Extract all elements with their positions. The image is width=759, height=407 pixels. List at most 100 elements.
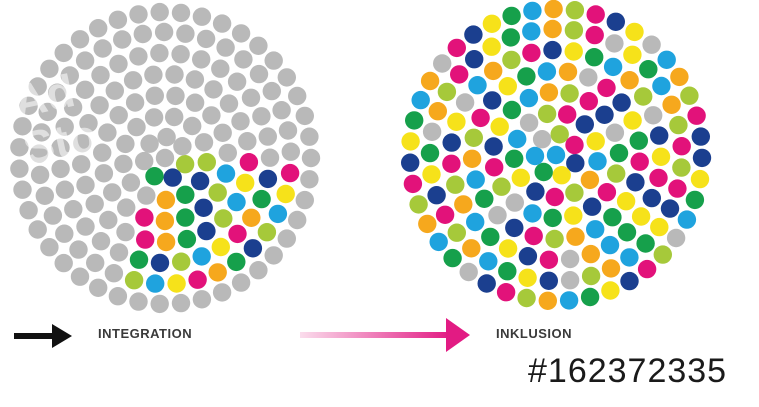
dot (35, 186, 54, 205)
dot (117, 198, 136, 217)
dot (13, 117, 32, 136)
dot (603, 208, 622, 227)
dot (150, 294, 169, 314)
dot (123, 71, 143, 90)
dot (498, 77, 517, 96)
dot (539, 250, 559, 269)
dot (127, 117, 146, 137)
dot (145, 167, 164, 186)
dot (28, 220, 47, 239)
dot (435, 205, 455, 224)
dot (40, 238, 59, 257)
dot (214, 209, 233, 228)
dot (481, 227, 500, 247)
dot (171, 293, 191, 313)
dot (669, 115, 688, 135)
dot (564, 42, 583, 61)
dot (129, 292, 148, 311)
dot (660, 199, 680, 218)
dot (560, 249, 580, 269)
dot (484, 61, 503, 81)
dot (188, 270, 207, 289)
dot (288, 86, 307, 106)
dot (249, 64, 269, 84)
dot (488, 206, 507, 225)
dot (216, 38, 235, 57)
dot (566, 154, 585, 173)
dot (190, 171, 210, 191)
dot (560, 84, 579, 103)
dot (558, 105, 577, 124)
dot (636, 234, 655, 253)
dot (447, 38, 466, 58)
dot (586, 5, 605, 24)
dot (10, 159, 29, 178)
dot (522, 22, 541, 41)
dot (606, 12, 625, 32)
dot (437, 82, 457, 102)
dot (657, 50, 676, 69)
dot (523, 1, 542, 21)
dot (537, 104, 557, 124)
dot (447, 112, 466, 131)
dot (545, 229, 564, 249)
dot (418, 214, 437, 234)
dot (650, 126, 669, 145)
dot (185, 70, 205, 89)
dot (295, 190, 314, 210)
dot (29, 144, 49, 163)
dot (241, 88, 261, 108)
dot (586, 132, 605, 151)
dot (642, 35, 661, 54)
dot (157, 127, 176, 147)
dot (192, 7, 212, 26)
dot (508, 129, 527, 149)
dot (242, 208, 261, 227)
dot (620, 271, 639, 291)
dot (277, 229, 296, 248)
dot (194, 133, 214, 152)
dot (301, 148, 321, 168)
dot (99, 210, 118, 230)
dot (276, 184, 295, 204)
dot (427, 186, 446, 205)
dot (605, 123, 625, 142)
dot (455, 93, 475, 112)
dot (216, 164, 236, 183)
dot (116, 222, 135, 242)
dot (420, 71, 440, 91)
dot (620, 71, 639, 90)
dot (517, 288, 536, 308)
dot (19, 96, 38, 116)
dot (231, 24, 251, 43)
dot (544, 0, 563, 19)
dot (552, 166, 571, 185)
dot (166, 86, 185, 106)
dot (685, 190, 705, 210)
dot (609, 143, 629, 163)
dot (471, 108, 490, 128)
dot (517, 67, 536, 86)
dot (105, 81, 125, 100)
dot (466, 212, 485, 232)
dot (135, 151, 154, 171)
dot (252, 107, 271, 126)
dot (218, 143, 237, 163)
dot (498, 239, 518, 258)
dot (76, 175, 95, 195)
dot (601, 259, 621, 278)
dot (612, 93, 631, 112)
dot (586, 220, 605, 239)
dot (172, 252, 191, 271)
dot (532, 130, 552, 149)
dot (450, 65, 469, 84)
dot (605, 34, 624, 53)
dot (54, 253, 73, 273)
dot (231, 112, 250, 131)
dot (525, 146, 545, 166)
dot (278, 121, 298, 140)
dot (91, 65, 110, 85)
dot (405, 111, 424, 130)
dot (601, 281, 620, 300)
